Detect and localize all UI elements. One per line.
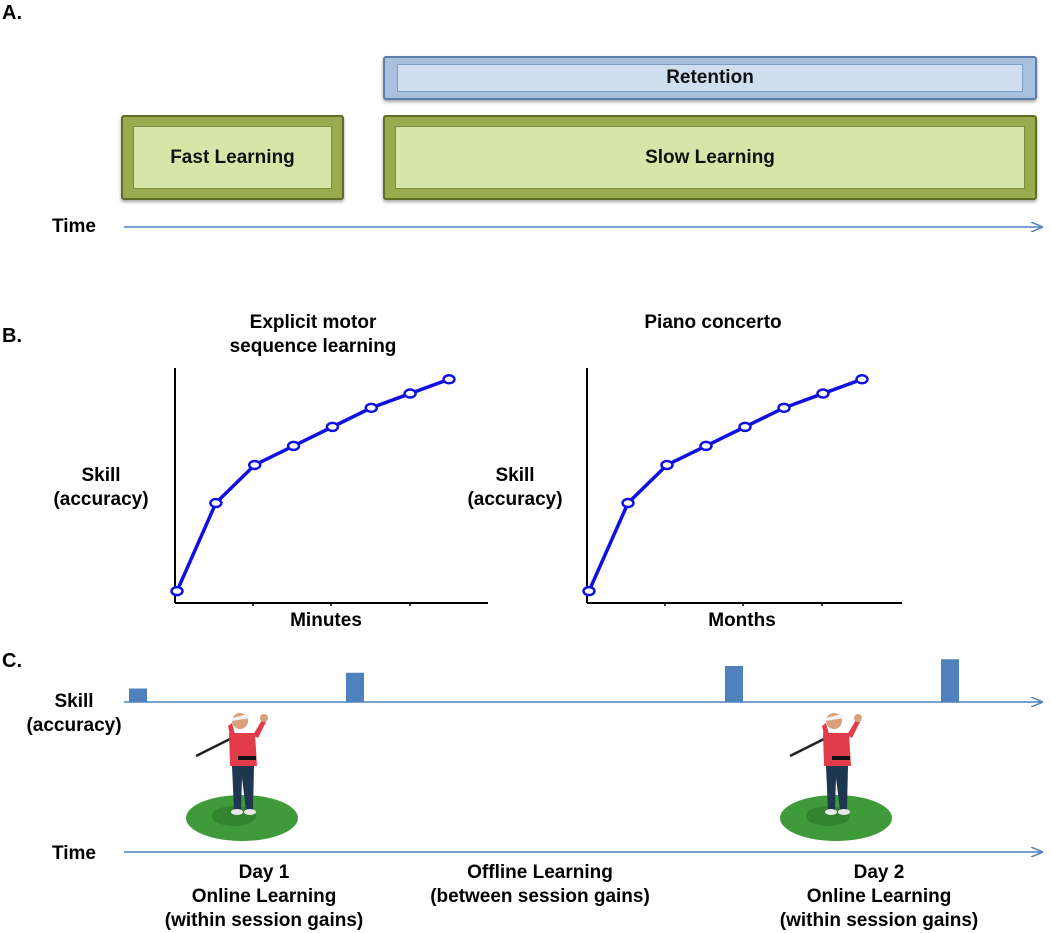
chart-2-axes <box>586 368 902 606</box>
chart-2-point-2 <box>660 459 674 471</box>
chart-1-point-4 <box>325 421 340 433</box>
chart-2-xlabel: Months <box>708 610 776 631</box>
chart-1-title: Explicit motor sequence learning <box>200 311 426 359</box>
chart-1-point-2 <box>247 459 262 471</box>
chart-1-ylabel-line1: Skill <box>81 465 121 486</box>
skill-label-c-line2: (accuracy) <box>26 715 122 736</box>
session-day1-line1: Day 1 <box>238 862 290 883</box>
chart-1-ylabel: Skill (accuracy) <box>38 464 164 512</box>
chart-2-point-7 <box>855 374 869 385</box>
session-offline-line2: Offline Learning <box>467 862 613 883</box>
retention-label: Retention <box>397 64 1023 92</box>
chart-2-point-5 <box>777 402 791 414</box>
chart-1-ylabel-line2: (accuracy) <box>53 489 149 510</box>
chart-1-point-3 <box>286 440 301 452</box>
chart-2-title: Piano concerto <box>600 311 826 335</box>
time-label-a: Time <box>52 216 97 237</box>
golfer-icon <box>778 711 894 843</box>
chart-1-series <box>170 374 456 597</box>
session-day2: Day 2 Online Learning (within session ga… <box>744 861 1014 933</box>
chart-2-line <box>587 377 863 592</box>
panel-b-label: B. <box>2 325 22 347</box>
skill-bar-3 <box>941 659 959 702</box>
chart-2-point-3 <box>699 440 713 452</box>
slow-learning-box: Slow Learning <box>383 115 1037 200</box>
golfer-icon <box>184 711 300 843</box>
skill-label-c-line1: Skill <box>54 691 94 712</box>
chart-1-line <box>175 377 450 592</box>
skill-bar-1 <box>346 672 364 702</box>
chart-1-point-1 <box>209 497 223 509</box>
chart-2-title-line1: Piano concerto <box>644 312 782 333</box>
chart-1-point-0 <box>170 585 184 597</box>
chart-2-ylabel-line2: (accuracy) <box>467 489 563 510</box>
chart-1-xlabel: Minutes <box>290 610 362 631</box>
chart-2-ylabel-line1: Skill <box>495 465 535 486</box>
skill-bar-2 <box>725 666 743 702</box>
skill-label-c: Skill (accuracy) <box>16 690 132 738</box>
chart-1-title-line2: sequence learning <box>229 336 397 357</box>
session-day2-line3: (within session gains) <box>779 910 979 931</box>
chart-1-point-7 <box>442 374 456 385</box>
session-day1-line2: Online Learning <box>191 886 337 907</box>
time-label-c: Time <box>52 843 97 864</box>
fast-learning-label: Fast Learning <box>133 126 332 189</box>
chart-2-point-1 <box>621 497 635 509</box>
session-day1-line3: (within session gains) <box>164 910 364 931</box>
panel-a-label: A. <box>2 2 22 24</box>
skill-bar-0 <box>129 688 147 702</box>
panel-c-bars <box>129 659 959 702</box>
session-day2-line2: Online Learning <box>806 886 952 907</box>
chart-2-point-6 <box>816 388 830 399</box>
session-day1: Day 1 Online Learning (within session ga… <box>134 861 394 933</box>
fast-learning-box: Fast Learning <box>121 115 344 200</box>
chart-1-axes <box>174 368 488 606</box>
chart-1-title-line1: Explicit motor <box>249 312 377 333</box>
chart-2-point-0 <box>582 585 596 597</box>
slow-learning-label: Slow Learning <box>395 126 1025 189</box>
retention-box: Retention <box>383 56 1037 100</box>
chart-2-ylabel: Skill (accuracy) <box>452 464 578 512</box>
session-day2-line1: Day 2 <box>853 862 905 883</box>
session-offline-line3: (between session gains) <box>430 886 650 907</box>
chart-2-series <box>582 374 869 597</box>
chart-1-point-5 <box>364 402 379 414</box>
chart-2-point-4 <box>738 421 752 433</box>
chart-1-point-6 <box>403 388 417 399</box>
session-offline: Offline Learning (between session gains) <box>405 861 675 909</box>
panel-c-label: C. <box>2 650 22 672</box>
